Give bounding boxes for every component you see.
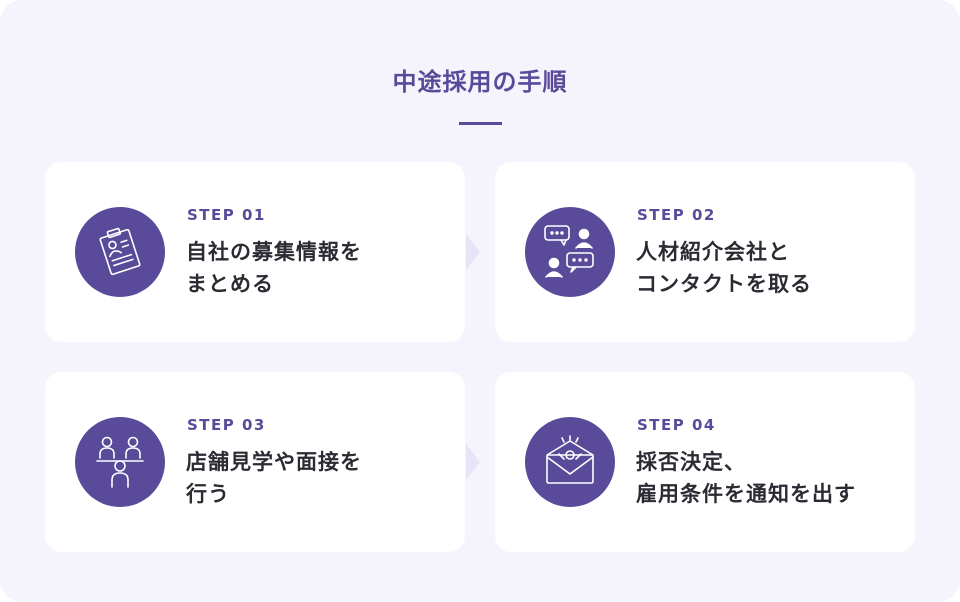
step-2-text: 人材紹介会社と コンタクトを取る — [636, 240, 812, 296]
step-3-label: STEP 03 — [187, 416, 266, 434]
chat-people-icon — [544, 225, 594, 278]
step-2-badge — [525, 207, 615, 297]
step-card-3: STEP 03 店舗見学や面接を 行う — [45, 372, 465, 552]
step-card-4: STEP 04 採否決定、 雇用条件を通知を出す — [495, 372, 915, 552]
step-4-text: 採否決定、 雇用条件を通知を出す — [636, 450, 856, 506]
step-2-label: STEP 02 — [637, 206, 716, 224]
step-3-badge — [75, 417, 165, 507]
step-arrow-2 — [466, 444, 480, 480]
title-underline — [459, 122, 502, 125]
interview-icon — [96, 436, 144, 488]
celebration-envelope-icon — [546, 435, 594, 484]
step-card-1: STEP 01 自社の募集情報を まとめる — [45, 162, 465, 342]
step-1-text: 自社の募集情報を まとめる — [186, 240, 362, 296]
step-card-2: STEP 02 人材紹介会社と コンタクトを取る — [495, 162, 915, 342]
clipboard-resume-icon — [99, 227, 141, 276]
step-3-text: 店舗見学や面接を 行う — [186, 450, 362, 506]
step-1-label: STEP 01 — [187, 206, 266, 224]
step-arrow-1 — [466, 234, 480, 270]
step-1-badge — [75, 207, 165, 297]
page-title: 中途採用の手順 — [392, 68, 568, 96]
step-4-badge — [525, 417, 615, 507]
step-4-label: STEP 04 — [637, 416, 716, 434]
